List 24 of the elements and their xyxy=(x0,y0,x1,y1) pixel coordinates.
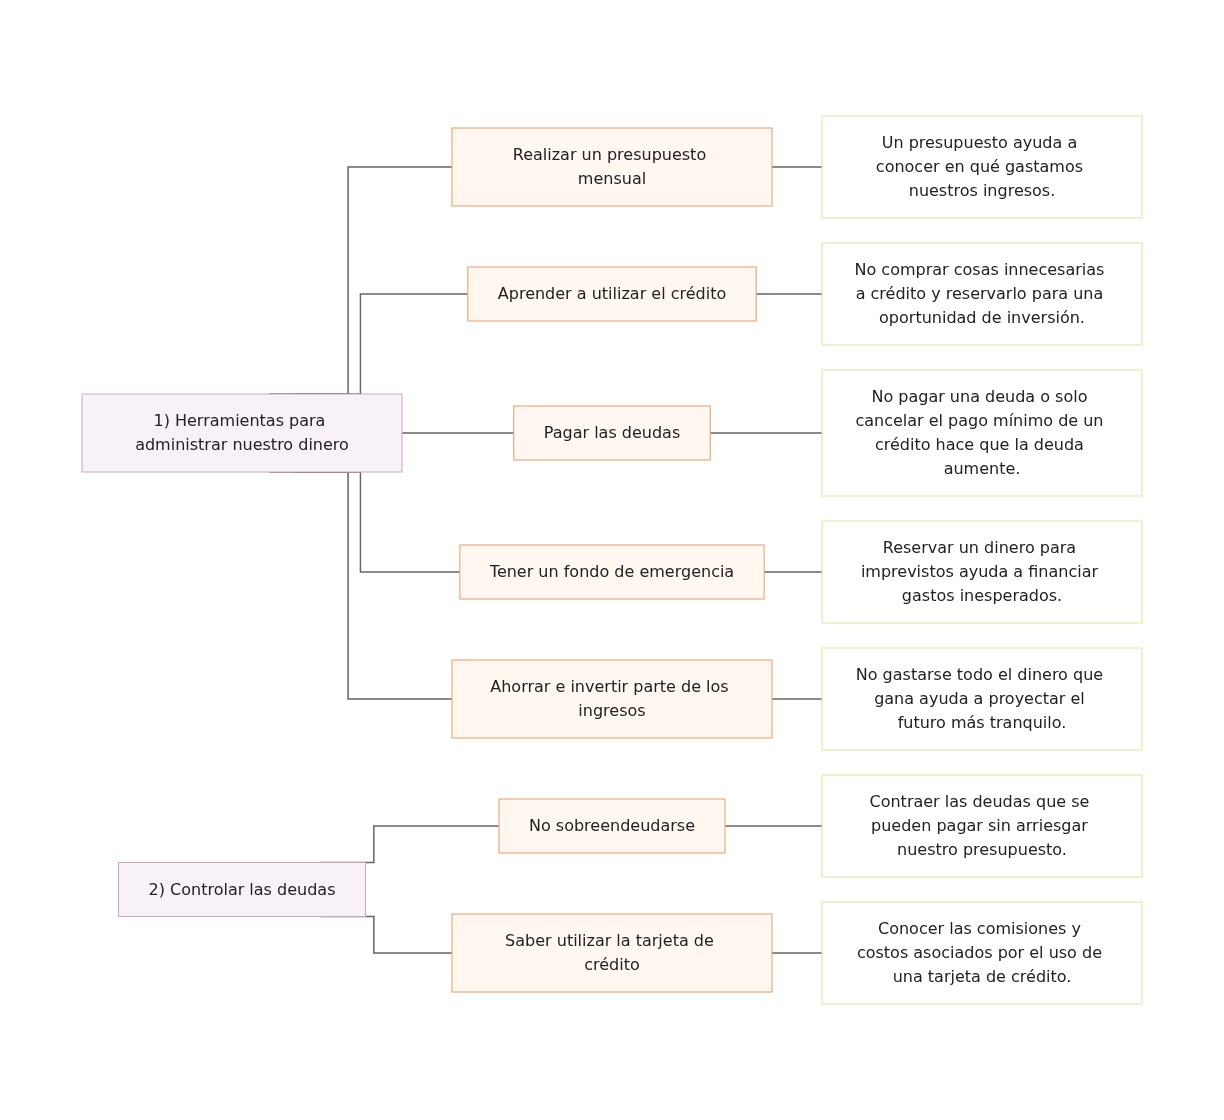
node-box: No sobreendeudarse xyxy=(498,798,726,854)
node-box: Reservar un dinero para imprevistos ayuda a financiar gastos inesperados. xyxy=(821,520,1143,624)
node-box: 1) Herramientas para administrar nuestro dinero xyxy=(81,393,403,473)
node-box: 2) Controlar las deudas xyxy=(118,862,366,917)
connector xyxy=(771,952,823,954)
node-box: Un presupuesto ayuda a conocer en qué gastamos nuestros ingresos. xyxy=(821,115,1143,219)
node-box: Tener un fondo de emergencia xyxy=(459,544,765,600)
node-box: No comprar cosas innecesarias a crédito y reservarlo para una oportunidad de inversión. xyxy=(821,242,1143,346)
node-box: Contraer las deudas que se pueden pagar sin arriesgar nuestro presupuesto. xyxy=(821,774,1143,878)
connector xyxy=(763,571,823,573)
node-box: No pagar una deuda o solo cancelar el pago mínimo de un crédito hace que la deuda aumente. xyxy=(821,369,1143,497)
node-box: Realizar un presupuesto mensual xyxy=(451,127,773,207)
connector xyxy=(724,825,823,827)
connector xyxy=(771,698,823,700)
node-box: Ahorrar e invertir parte de los ingresos xyxy=(451,659,773,739)
connector xyxy=(709,432,823,434)
node-box: Pagar las deudas xyxy=(513,405,711,461)
node-box: No gastarse todo el dinero que gana ayuda a proyectar el futuro más tranquilo. xyxy=(821,647,1143,751)
connector xyxy=(755,293,823,295)
connector xyxy=(401,432,515,434)
node-box: Aprender a utilizar el crédito xyxy=(467,266,757,322)
node-box: Saber utilizar la tarjeta de crédito xyxy=(451,913,773,993)
connector xyxy=(771,166,823,168)
node-box: Conocer las comisiones y costos asociados por el uso de una tarjeta de crédito. xyxy=(821,901,1143,1005)
